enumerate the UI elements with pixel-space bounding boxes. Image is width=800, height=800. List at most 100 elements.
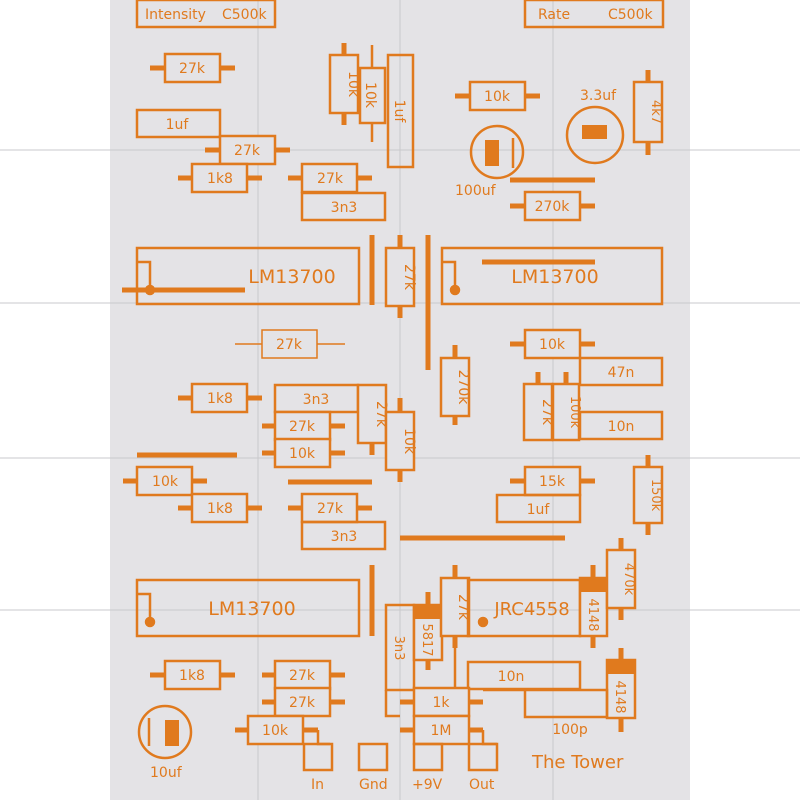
ic-label: JRC4558	[493, 599, 569, 620]
component-value: 15k	[539, 474, 566, 490]
pad-label: Gnd	[359, 777, 388, 793]
resistor: 27k	[439, 565, 471, 648]
component-value: 5817	[419, 623, 434, 656]
component-value: 10k	[539, 337, 566, 353]
resistor: 10k	[384, 398, 417, 482]
resistor: 10k	[328, 43, 361, 125]
pad-in: In	[302, 742, 334, 793]
resistor: 4k7	[632, 70, 664, 155]
component-value: 3n3	[331, 529, 358, 545]
capacitor: 100p	[523, 688, 609, 738]
capacitor: 10n	[578, 410, 664, 441]
pad-9v: +9V	[412, 742, 444, 793]
resistor: 10k	[262, 437, 345, 469]
component-value: 27k	[179, 61, 206, 77]
component-value: 10k	[401, 428, 417, 455]
component-value: 3n3	[331, 200, 358, 216]
pad-gnd: Gnd	[357, 742, 389, 793]
component-value: 10k	[362, 82, 378, 109]
component-value: 27k	[234, 143, 261, 159]
component-value: 1k8	[207, 501, 233, 517]
pot-label: Intensity	[145, 7, 206, 23]
component-value: 100k	[567, 396, 582, 429]
component-value: 27k	[289, 695, 316, 711]
component-value: 10k	[484, 89, 511, 105]
resistor: 1k8	[178, 382, 262, 414]
pad-label: Out	[469, 777, 495, 793]
resistor: 27k	[205, 134, 290, 166]
ic-chip: LM13700	[135, 578, 361, 638]
component-value: 10k	[345, 71, 361, 98]
pot-rate: Rate C500k	[523, 0, 665, 29]
resistor: 27k	[522, 372, 555, 442]
ic-chip: JRC4558	[466, 578, 582, 638]
resistor: 27k	[262, 686, 345, 718]
capacitor: 1uf	[495, 493, 582, 524]
component-value: 27k	[276, 337, 303, 353]
resistor: 270k	[439, 345, 471, 425]
component-value: 27k	[401, 264, 417, 291]
component-value: 10n	[608, 419, 635, 435]
component-value: 4148	[585, 598, 600, 631]
pot-label: Rate	[538, 7, 570, 23]
component-value: 1uf	[166, 117, 190, 133]
pot-intensity: Intensity C500k	[135, 0, 277, 29]
resistor: 27k	[262, 659, 345, 691]
component-value: 270k	[455, 370, 471, 406]
board-title: The Tower	[531, 752, 624, 773]
component-value: 27k	[539, 399, 555, 426]
capacitor: 1uf	[386, 53, 415, 169]
diode: 4148	[578, 565, 609, 648]
component-value: 1k	[432, 695, 450, 711]
resistor: 27k	[235, 329, 345, 359]
ic-label: LM13700	[511, 266, 598, 288]
ic-label: LM13700	[208, 598, 295, 620]
resistor: 27k	[150, 52, 235, 84]
pad-out: Out	[467, 742, 499, 793]
resistor: 1k8	[150, 659, 235, 691]
resistor: 270k	[510, 190, 595, 222]
component-value: 1M	[431, 723, 452, 739]
resistor: 1k8	[178, 492, 262, 524]
capacitor: 47n	[578, 356, 664, 387]
resistor: 27k	[288, 492, 372, 524]
pot-value: C500k	[608, 7, 653, 23]
resistor: 27k	[356, 383, 389, 455]
component-value: 1k8	[207, 391, 233, 407]
resistor: 27k	[288, 162, 372, 194]
component-value: 3.3uf	[580, 88, 617, 104]
component-value: 470k	[621, 563, 636, 596]
resistor: 470k	[605, 538, 637, 620]
resistor: 10k	[358, 45, 387, 142]
component-value: 47n	[608, 365, 635, 381]
pad-label: +9V	[412, 777, 443, 793]
ic-chip: LM13700	[122, 246, 361, 306]
pot-value: C500k	[222, 7, 267, 23]
component-value: 270k	[535, 199, 571, 215]
capacitor: 3n3	[300, 520, 387, 551]
component-value: 100p	[552, 722, 588, 738]
pad-label: In	[311, 777, 324, 793]
component-value: 4148	[612, 680, 627, 713]
resistor: 10k	[235, 714, 318, 746]
component-value: 10k	[152, 474, 179, 490]
component-value: 150k	[648, 479, 663, 512]
capacitor: 3n3	[300, 191, 387, 222]
component-value: 1k8	[179, 668, 205, 684]
component-value: 100uf	[455, 183, 497, 199]
component-value: 10k	[262, 723, 289, 739]
ic-label: LM13700	[248, 266, 335, 288]
electrolytic-capacitor	[137, 704, 193, 760]
component-value: 10k	[289, 446, 316, 462]
component-value: 4k7	[648, 100, 663, 124]
resistor: 10k	[455, 80, 540, 112]
electrolytic-capacitor	[469, 124, 525, 180]
capacitor: 1uf	[135, 108, 222, 139]
component-value: 1k8	[207, 171, 233, 187]
electrolytic-capacitor	[565, 105, 625, 165]
component-value: 27k	[317, 171, 344, 187]
component-value: 3n3	[303, 392, 330, 408]
resistor: 150k	[632, 455, 664, 535]
